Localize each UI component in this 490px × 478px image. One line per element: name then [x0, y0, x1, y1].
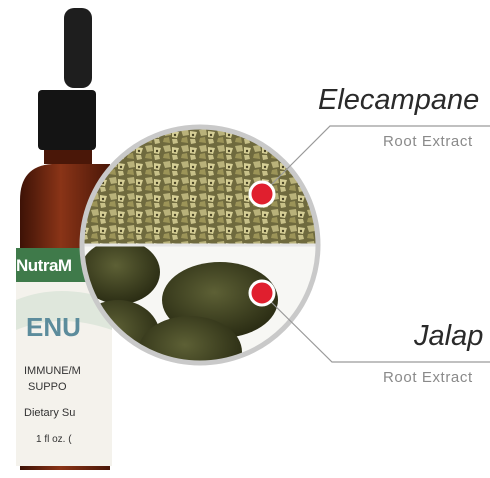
circle-ring — [79, 124, 321, 366]
product-line-1: IMMUNE/M — [24, 365, 81, 377]
dropper-bulb — [64, 8, 92, 88]
bottle-neck — [44, 150, 92, 164]
jalap-image — [82, 246, 318, 363]
product-line-3: Dietary Su — [24, 407, 75, 419]
brand-logo: NutraM — [16, 256, 72, 275]
product-volume: 1 fl oz. ( — [36, 434, 72, 445]
label-wave — [16, 291, 112, 330]
root-piece — [82, 246, 160, 304]
callout-line-elecampane — [261, 125, 490, 195]
ingredient-name-jalap: Jalap — [414, 320, 484, 352]
callout-line-jalap — [261, 292, 490, 363]
root-piece — [138, 316, 242, 363]
jalap-marker — [248, 279, 276, 307]
elecampane-image — [82, 127, 318, 245]
bottle-cap — [38, 90, 96, 150]
ingredient-subtitle-elecampane: Root Extract — [383, 133, 473, 150]
ingredient-circle — [79, 124, 321, 366]
elecampane-marker — [248, 180, 276, 208]
product-name: ENU — [26, 312, 81, 342]
ingredient-subtitle-jalap: Root Extract — [383, 369, 473, 386]
ingredient-name-elecampane: Elecampane — [318, 84, 480, 116]
product-line-2: SUPPO — [28, 381, 67, 393]
